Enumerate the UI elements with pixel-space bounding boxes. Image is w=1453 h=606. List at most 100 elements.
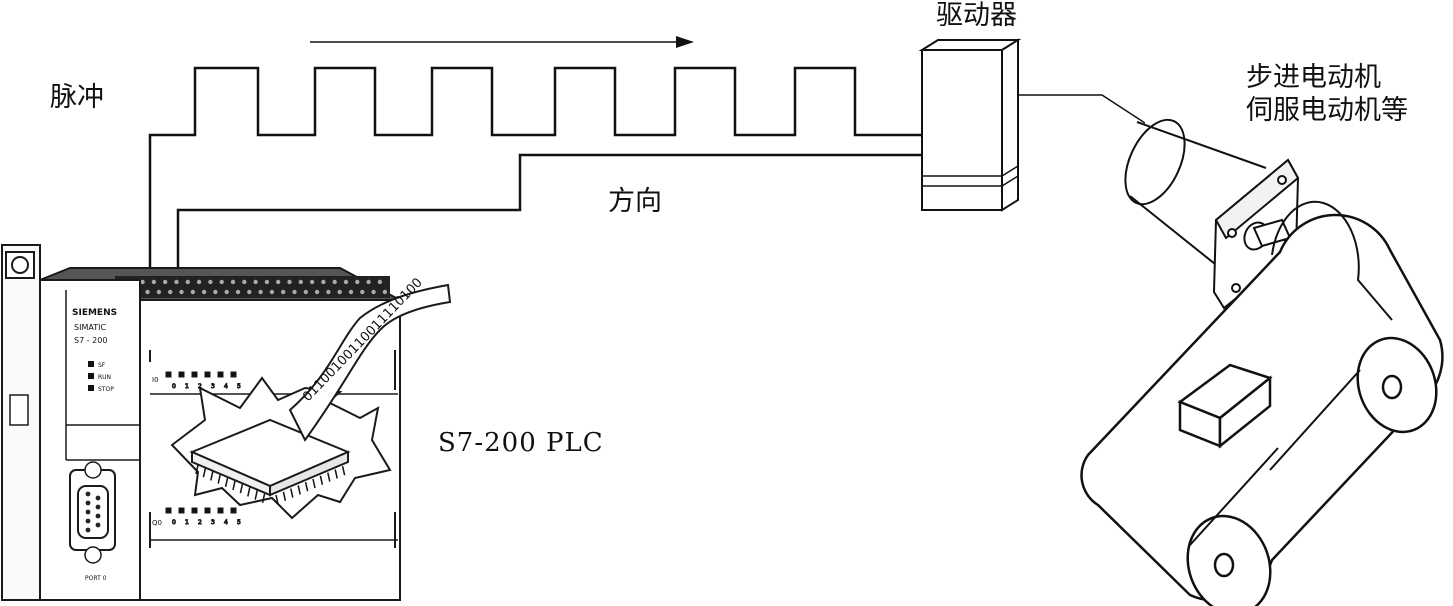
io-led [165, 371, 172, 378]
chip-pin [297, 485, 301, 495]
terminal-screw [264, 279, 270, 285]
io-led [178, 371, 185, 378]
terminal-screw [235, 289, 241, 295]
io-digit: 4 [224, 519, 228, 526]
port-pin [95, 513, 101, 519]
chip-pin [210, 471, 214, 481]
plc-brand-text: SIEMENS [72, 308, 117, 318]
io-led [230, 507, 237, 514]
io-digit: 3 [211, 519, 215, 526]
chip-pin [275, 494, 279, 505]
io-digit: 0 [172, 383, 176, 390]
terminal-screw [242, 279, 247, 285]
chip-pin [282, 491, 287, 501]
port-pin [95, 504, 101, 510]
plc-model-line2: S7 - 200 [74, 336, 107, 345]
io-led [217, 507, 224, 514]
port-pin [85, 500, 91, 506]
terminal-screw [247, 289, 252, 295]
terminal-screw [224, 289, 229, 295]
io-digit: 1 [185, 519, 189, 526]
chip-pin [319, 475, 324, 485]
pulse-label: 脉冲 [50, 82, 104, 113]
chip-pin [232, 480, 236, 491]
direction-label: 方向 [608, 186, 662, 217]
terminal-screw [281, 289, 286, 295]
port-pin [85, 491, 91, 497]
port-pin [95, 522, 101, 528]
driver-box [918, 38, 1022, 212]
chip-pin [224, 477, 229, 487]
direction-signal-line [176, 153, 922, 280]
terminal-screw [355, 279, 360, 285]
led-label-run: RUN [98, 374, 111, 381]
terminal-screw [337, 289, 342, 295]
chip-pin [254, 490, 258, 500]
port-pin [85, 518, 91, 524]
terminal-screw [382, 289, 388, 295]
plc-label: S7-200 PLC [438, 428, 604, 458]
plc-unit: SIEMENS SIMATIC S7 - 200 SF RUN STOP POR… [1, 244, 452, 601]
motor-cable [1018, 94, 1149, 126]
terminal-screw [298, 279, 303, 285]
terminal-screw [326, 289, 331, 295]
io-digit: 1 [185, 383, 189, 390]
io-led [204, 507, 211, 514]
terminal-screw [179, 289, 184, 295]
chip-pin [341, 466, 346, 476]
terminal-screw [219, 279, 224, 285]
terminal-screw [174, 279, 179, 285]
port-pin [95, 495, 101, 501]
io-led [165, 507, 172, 514]
terminal-screw [208, 279, 213, 285]
io-led [191, 371, 198, 378]
terminal-screw [213, 289, 218, 295]
chip-pin [195, 464, 199, 475]
terminal-screw [348, 289, 354, 295]
terminal-screw [292, 289, 297, 295]
plc-comm-port: PORT 0 [69, 461, 116, 582]
io-label-top: I0 [152, 376, 159, 384]
port-pin [85, 509, 91, 515]
chip-pin [304, 482, 309, 492]
terminal-screw [276, 279, 281, 285]
plc-status-leds: SF RUN STOP [88, 361, 114, 393]
terminal-screw [371, 289, 376, 295]
terminal-screw [201, 289, 207, 295]
terminal-screw [168, 289, 173, 295]
terminal-screw [253, 279, 258, 285]
chip-pin [239, 484, 244, 494]
io-digit: 2 [198, 383, 202, 390]
terminal-screw [287, 279, 292, 285]
chip-pin [290, 488, 294, 498]
io-led [178, 507, 185, 514]
chip-pin [247, 487, 251, 497]
terminal-screw [185, 279, 190, 285]
terminal-screw [332, 279, 337, 285]
led-label-stop: STOP [98, 386, 114, 393]
terminal-screw [343, 279, 349, 285]
io-led [204, 371, 211, 378]
chip-pin [202, 468, 207, 478]
chip-pin [327, 472, 331, 482]
chip-pin [261, 493, 266, 503]
port-label: PORT 0 [85, 575, 107, 582]
ic-chip-icon [189, 418, 351, 505]
driver-label: 驱动器 [936, 0, 1017, 31]
flow-arrow [310, 36, 694, 48]
io-digit: 2 [198, 519, 202, 526]
terminal-screw [156, 289, 162, 295]
terminal-screw [163, 279, 168, 285]
io-led [217, 371, 224, 378]
terminal-screw [230, 279, 236, 285]
io-led [191, 507, 198, 514]
chip-pin [217, 474, 221, 484]
terminal-screw [269, 289, 275, 295]
data-tape [288, 283, 452, 442]
terminal-screw [360, 289, 365, 295]
io-digit: 5 [237, 519, 241, 526]
terminal-screw [145, 289, 150, 295]
io-digit: 3 [211, 383, 215, 390]
